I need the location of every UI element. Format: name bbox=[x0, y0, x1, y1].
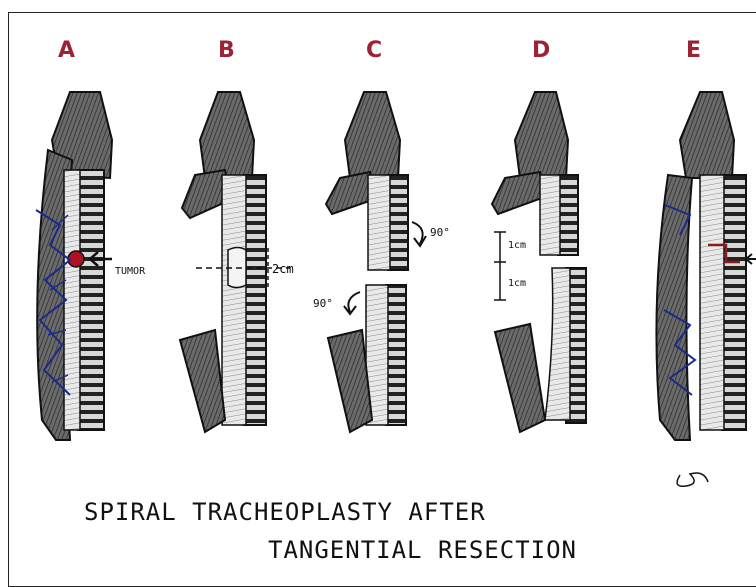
length-label-top: 1cm bbox=[508, 240, 526, 251]
rotate-arrow-top bbox=[412, 222, 426, 246]
artist-signature bbox=[677, 473, 708, 486]
panel-d-drawing bbox=[492, 92, 586, 432]
panel-a-drawing bbox=[36, 92, 112, 440]
rotation-label-top: 90° bbox=[430, 226, 450, 239]
tumor-label: TUMOR bbox=[115, 266, 145, 277]
panel-letter-c: C bbox=[366, 38, 382, 63]
rotate-arrow-bottom bbox=[344, 292, 360, 314]
panel-letter-b: B bbox=[218, 38, 235, 63]
panel-e-drawing bbox=[656, 92, 756, 486]
resection-length-label: 2cm bbox=[272, 262, 294, 276]
rotation-label-bottom: 90° bbox=[313, 297, 333, 310]
caption-line-1: SPIRAL TRACHEOPLASTY AFTER bbox=[84, 498, 486, 526]
length-label-bottom: 1cm bbox=[508, 278, 526, 289]
panel-letter-e: E bbox=[686, 38, 701, 63]
panel-c-drawing bbox=[326, 92, 426, 432]
trachea-a bbox=[78, 170, 104, 430]
panel-letter-d: D bbox=[532, 38, 550, 63]
panel-letter-a: A bbox=[58, 38, 75, 63]
tumor bbox=[68, 251, 84, 267]
anastomosis-arrow bbox=[746, 254, 756, 264]
caption-line-2: TANGENTIAL RESECTION bbox=[268, 536, 577, 564]
